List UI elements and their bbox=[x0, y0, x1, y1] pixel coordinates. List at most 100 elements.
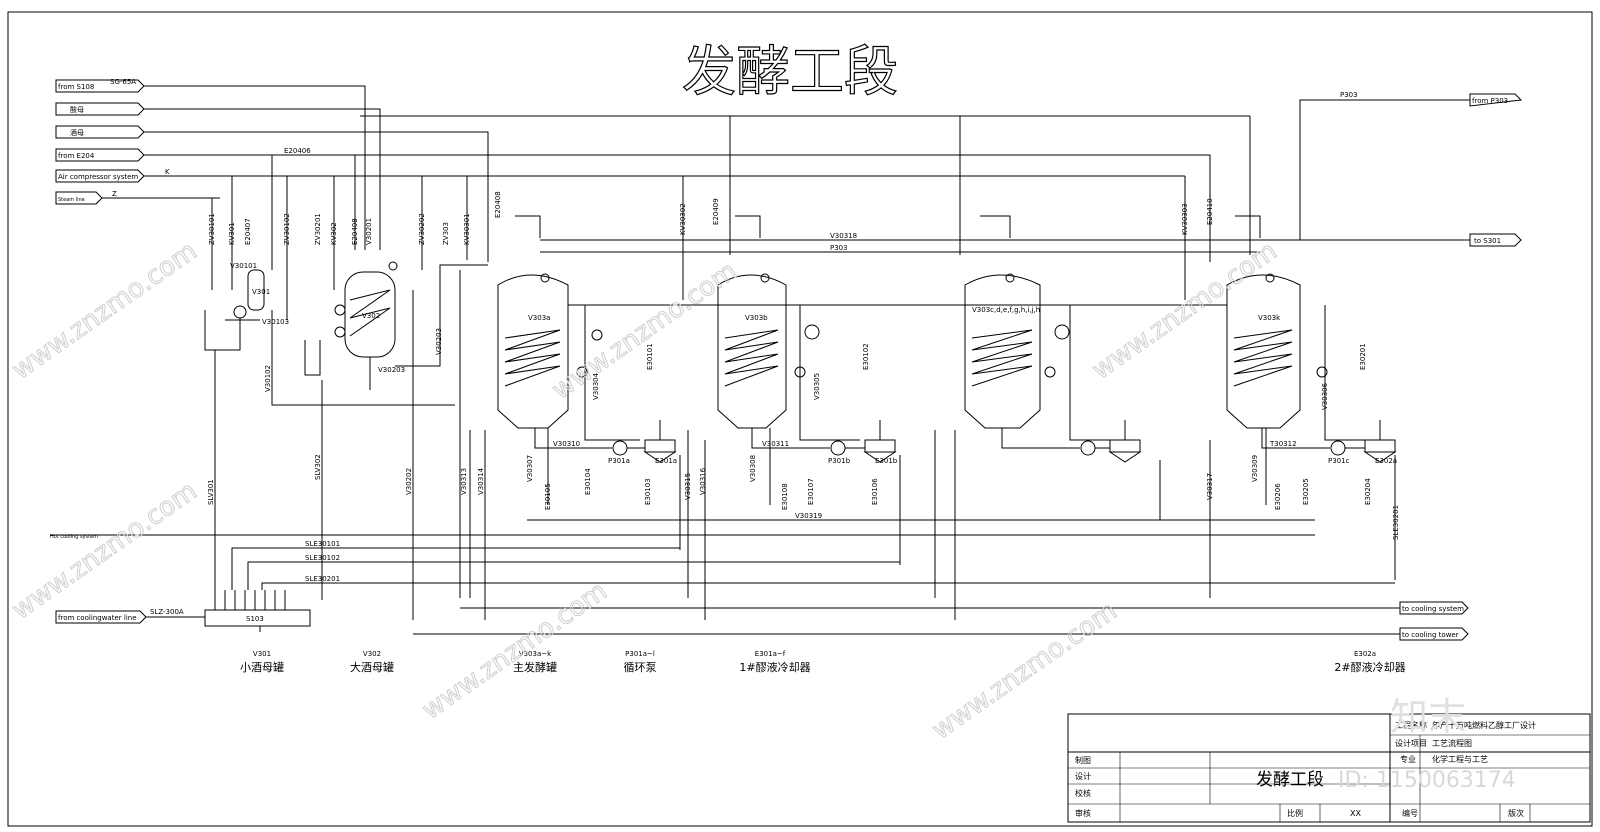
svg-text:E20409: E20409 bbox=[712, 198, 720, 225]
svg-text:V30101: V30101 bbox=[230, 262, 257, 270]
pump-cooler-a: V30310 P301a E301a bbox=[534, 420, 677, 465]
p303-line-label: P303 bbox=[1340, 91, 1358, 99]
s103-tag: S103 bbox=[246, 615, 264, 623]
svg-text:E30201: E30201 bbox=[1359, 343, 1367, 370]
v302-tag: V302 bbox=[362, 312, 380, 320]
svg-text:V30314: V30314 bbox=[477, 467, 485, 495]
hot-water-inlet: Hot cooling system bbox=[50, 534, 98, 540]
from-coolingwater: from coolingwater line bbox=[58, 614, 137, 622]
svg-text:ZV30202: ZV30202 bbox=[418, 213, 426, 245]
svg-text:V30305: V30305 bbox=[813, 373, 821, 400]
svg-text:T30312: T30312 bbox=[1269, 440, 1297, 448]
inlet-from-s108: from S108 bbox=[58, 83, 94, 91]
line-k: K bbox=[165, 168, 170, 176]
inlet-air-compressor: Air compressor system bbox=[58, 173, 138, 181]
s103-manifold: S103 from coolingwater line SLZ-300A bbox=[55, 590, 311, 632]
svg-text:E30101: E30101 bbox=[646, 343, 654, 370]
svg-text:设计项目: 设计项目 bbox=[1395, 738, 1427, 748]
svg-text:ZV30102: ZV30102 bbox=[283, 213, 291, 245]
svg-text:V30202: V30202 bbox=[405, 468, 413, 495]
v301-tag: V301 bbox=[252, 288, 270, 296]
svg-text:大酒母罐: 大酒母罐 bbox=[350, 660, 394, 674]
from-p303: from P303 bbox=[1472, 97, 1508, 105]
svg-text:E30108: E30108 bbox=[781, 483, 789, 510]
svg-text:www.znzmo.com: www.znzmo.com bbox=[417, 576, 613, 726]
svg-text:KV301: KV301 bbox=[228, 222, 236, 245]
svg-text:E30106: E30106 bbox=[871, 478, 879, 505]
tank-interconnects bbox=[568, 304, 1370, 441]
sle-30101: SLE30101 bbox=[305, 540, 340, 548]
svg-text:www.znzmo.com: www.znzmo.com bbox=[927, 596, 1123, 746]
inlet-header-lines bbox=[102, 85, 1211, 320]
svg-text:2#醪液冷却器: 2#醪液冷却器 bbox=[1334, 660, 1405, 674]
svg-text:V30311: V30311 bbox=[762, 440, 789, 448]
svg-text:V30307: V30307 bbox=[526, 455, 534, 482]
tank-v303a: V303a bbox=[497, 273, 603, 429]
line-e20406: E20406 bbox=[284, 147, 311, 155]
svg-text:P301c: P301c bbox=[1328, 457, 1350, 465]
title-block: 制图 设计 校核 审核 工程名称 年产十万吨燃料乙醇工厂设计 设计项目 工艺流程… bbox=[1067, 713, 1591, 823]
svg-text:ZV30201: ZV30201 bbox=[314, 213, 322, 245]
svg-text:编号: 编号 bbox=[1402, 808, 1418, 818]
svg-text:V302: V302 bbox=[363, 650, 381, 658]
svg-text:E301a: E301a bbox=[655, 457, 677, 465]
svg-text:E30104: E30104 bbox=[584, 468, 592, 495]
svg-text:E302a: E302a bbox=[1375, 457, 1397, 465]
svg-text:主发酵罐: 主发酵罐 bbox=[513, 660, 557, 674]
inlet-labels: from S108 酸母 酒母 from E204 Air compressor… bbox=[55, 79, 145, 205]
svg-text:KV30303: KV30303 bbox=[1181, 203, 1189, 235]
pump-cooler-b: V30311 P301b E301b bbox=[751, 420, 898, 465]
svg-text:E30102: E30102 bbox=[862, 343, 870, 370]
v302-vessel: V302 V30203 bbox=[304, 261, 488, 390]
svg-text:E30103: E30103 bbox=[644, 478, 652, 505]
svg-text:V30317: V30317 bbox=[1206, 473, 1214, 500]
inlet-from-e204: from E204 bbox=[58, 152, 95, 160]
svg-text:专业: 专业 bbox=[1400, 754, 1416, 764]
svg-text:E20408: E20408 bbox=[494, 191, 502, 218]
title-block-drawing-title: 发酵工段 bbox=[1256, 770, 1324, 790]
svg-text:V30313: V30313 bbox=[460, 468, 468, 495]
svg-text:www.znzmo.com: www.znzmo.com bbox=[7, 236, 203, 386]
svg-text:KV30301: KV30301 bbox=[463, 213, 471, 245]
equipment-legend: V301 小酒母罐 V302 大酒母罐 V303a~k 主发酵罐 P301a~l… bbox=[240, 650, 1406, 674]
svg-text:V30310: V30310 bbox=[553, 440, 580, 448]
header-v30319: V30319 bbox=[795, 512, 822, 520]
svg-text:E301a~f: E301a~f bbox=[755, 650, 786, 658]
svg-text:版次: 版次 bbox=[1508, 808, 1524, 818]
svg-text:V30103: V30103 bbox=[262, 318, 289, 326]
tank-v303k: V303k bbox=[1226, 273, 1328, 429]
svg-text:XX: XX bbox=[1350, 809, 1361, 818]
left-vertical-lines bbox=[214, 270, 486, 620]
svg-text:P301b: P301b bbox=[828, 457, 851, 465]
top-headers bbox=[360, 93, 1523, 255]
drawing-border bbox=[7, 11, 1593, 827]
watermark-id: ID: 1150063174 bbox=[1338, 768, 1516, 793]
drawing-title: 发酵工段 bbox=[682, 40, 898, 103]
svg-text:V303a~k: V303a~k bbox=[519, 650, 552, 658]
svg-text:V301: V301 bbox=[253, 650, 271, 658]
svg-text:循环泵: 循环泵 bbox=[624, 661, 657, 674]
svg-text:V30203: V30203 bbox=[378, 366, 405, 374]
svg-text:E20410: E20410 bbox=[1206, 198, 1214, 225]
svg-text:设计: 设计 bbox=[1075, 771, 1091, 781]
svg-text:比例: 比例 bbox=[1287, 808, 1303, 818]
svg-text:P301a~l: P301a~l bbox=[625, 650, 655, 658]
to-cooling-system: to cooling system bbox=[1402, 605, 1464, 613]
svg-text:V30304: V30304 bbox=[592, 372, 600, 400]
svg-text:V30309: V30309 bbox=[1251, 455, 1259, 482]
svg-text:E20408: E20408 bbox=[351, 218, 359, 245]
svg-text:年产十万吨燃料乙醇工厂设计: 年产十万吨燃料乙醇工厂设计 bbox=[1432, 720, 1536, 730]
header-v30318: V30318 bbox=[830, 232, 857, 240]
slz-300a: SLZ-300A bbox=[150, 608, 184, 616]
tank-v303c-tag: V303c,d,e,f,g,h,i,j,h bbox=[972, 306, 1040, 314]
svg-text:制图: 制图 bbox=[1075, 755, 1091, 765]
svg-text:SLV301: SLV301 bbox=[207, 479, 215, 505]
svg-text:www.znzmo.com: www.znzmo.com bbox=[547, 256, 743, 406]
svg-text:E30204: E30204 bbox=[1364, 478, 1372, 505]
line-z: Z bbox=[112, 190, 117, 198]
pump-cooler-k: T30312 P301c E302a bbox=[1261, 420, 1397, 465]
bottom-headers bbox=[527, 428, 1396, 620]
svg-text:V30201: V30201 bbox=[365, 218, 373, 245]
svg-text:www.znzmo.com: www.znzmo.com bbox=[7, 476, 203, 626]
svg-text:ZV303: ZV303 bbox=[442, 222, 450, 245]
